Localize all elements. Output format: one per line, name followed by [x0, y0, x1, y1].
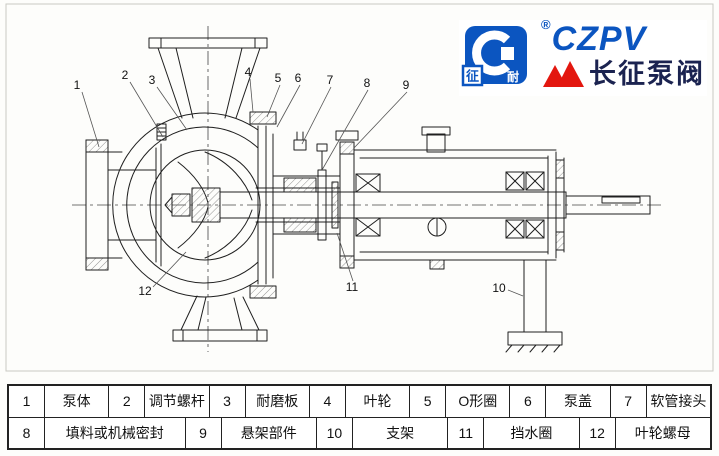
callout-4: 4 [245, 65, 252, 79]
part-name: 软管接头 [650, 393, 707, 410]
red-flag-icon [543, 61, 584, 87]
logo-seal-right: 耐 [507, 69, 519, 84]
parts-table-row-1: 1 泵体 2 调节螺杆 3 耐磨板 4 叶轮 5 O形圈 6 泵盖 7 软管接头 [9, 386, 710, 417]
part-name: O形圈 [446, 386, 511, 417]
part-name: 泵体 [45, 386, 110, 417]
pump-geometry [85, 37, 651, 353]
part-number: 9 [186, 417, 222, 448]
logo-mark: 征 耐 [461, 22, 533, 94]
callout-1: 1 [74, 78, 81, 92]
part-name: 耐磨板 [246, 386, 310, 417]
logo-mark-graphic: 征 耐 [461, 26, 527, 87]
callout-8: 8 [364, 76, 371, 90]
part-number: 2 [109, 386, 146, 417]
brand-chinese-name: 长征泵阀 [589, 58, 705, 89]
callout-9: 9 [403, 78, 410, 92]
logo-c-shape [472, 30, 511, 76]
part-number: 7 [611, 386, 647, 417]
callout-6: 6 [295, 71, 302, 85]
brand-name: CZPV [551, 20, 647, 58]
part-name: 泵盖 [546, 386, 611, 417]
part-name: 支架 [353, 417, 449, 448]
logo-seal-left: 征 [466, 69, 479, 84]
logo-text: ® CZPV 长征泵阀 [541, 18, 705, 89]
callout-leader-lines [81, 78, 524, 297]
drawing-border [5, 3, 714, 372]
callout-10: 10 [492, 281, 506, 295]
part-number: 5 [410, 386, 447, 417]
callout-5: 5 [275, 71, 282, 85]
part-number: 12 [580, 417, 616, 448]
part-number: 3 [210, 386, 246, 417]
callout-7: 7 [327, 73, 334, 87]
part-name: 调节螺杆 [145, 386, 210, 417]
part-number: 4 [310, 386, 346, 417]
part-number: 1 [9, 386, 45, 417]
part-name: 挡水圈 [484, 417, 580, 448]
part-name: 悬架部件 [222, 417, 317, 448]
parts-table: 1 泵体 2 调节螺杆 3 耐磨板 4 叶轮 5 O形圈 6 泵盖 7 软管接头… [7, 384, 712, 450]
part-number: 6 [510, 386, 547, 417]
parts-table-row-2: 8 填料或机械密封 9 悬架部件 10 支架 11 挡水圈 12 叶轮螺母 [9, 416, 710, 448]
callout-11: 11 [346, 280, 359, 294]
callout-3: 3 [149, 73, 156, 87]
part-number: 11 [448, 417, 485, 448]
registered-mark: ® [541, 17, 551, 32]
pump-cross-section-drawing: 1 2 3 4 5 6 7 8 9 10 11 12 [5, 3, 714, 372]
brand-logo: 征 耐 ® CZPV 长征泵阀 [459, 18, 707, 96]
part-name: 叶轮 [346, 386, 411, 417]
callout-12: 12 [138, 284, 152, 298]
part-number: 10 [317, 417, 353, 448]
callout-numbers: 1 2 3 4 5 6 7 8 9 10 11 12 [74, 65, 506, 298]
callout-2: 2 [122, 68, 129, 82]
part-number: 8 [9, 417, 45, 448]
part-name: 叶轮螺母 [634, 424, 691, 441]
part-name: 填料或机械密封 [45, 417, 186, 448]
